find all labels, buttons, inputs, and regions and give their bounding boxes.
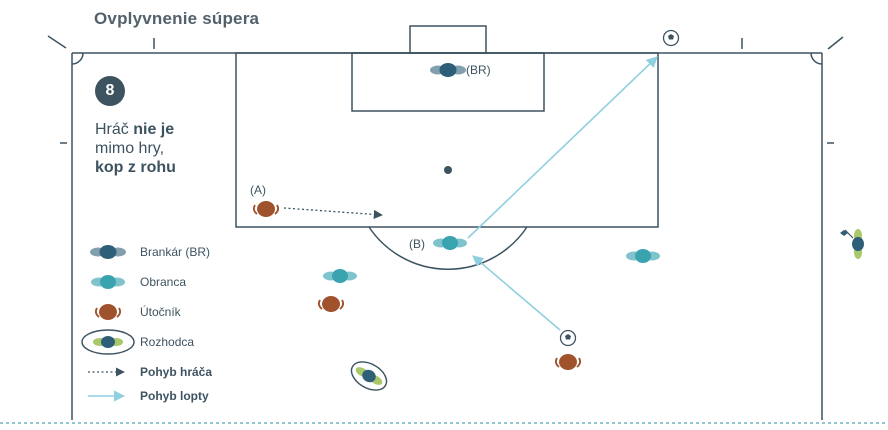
ball-icon	[559, 329, 577, 347]
referee-figure	[350, 361, 388, 391]
goalkeeper-figure	[430, 63, 466, 77]
goal-area	[351, 52, 545, 112]
attacker-a-figure	[252, 201, 280, 217]
corner-arc-left	[71, 52, 84, 65]
corner-mark-right	[827, 36, 844, 50]
penalty-area	[235, 52, 659, 228]
caption-line2: mimo hry,	[95, 140, 165, 157]
attacker-figure	[317, 296, 345, 312]
caption-line1-normal: Hráč	[95, 121, 134, 138]
legend-goalkeeper-icon	[90, 245, 126, 259]
attacker-figure	[554, 354, 582, 370]
defender-figure	[323, 269, 357, 283]
diagram-title: Ovplyvnenie súpera	[94, 9, 260, 28]
scenario-caption: Hráč nie je mimo hry, kop z rohu	[95, 120, 235, 177]
ball-icon	[662, 29, 680, 47]
defender-b-figure	[433, 236, 467, 250]
legend-ball-movement-label: Pohyb lopty	[140, 389, 209, 403]
legend-referee-label: Rozhodca	[140, 335, 195, 349]
penalty-spot	[444, 166, 452, 174]
corner-mark-left	[47, 35, 67, 49]
defender-b-tag: (B)	[409, 237, 425, 251]
legend-goalkeeper-label: Brankár (BR)	[140, 245, 211, 259]
legend-attacker-label: Útočník	[140, 305, 181, 319]
penalty-arc	[368, 226, 528, 270]
legend-referee-icon	[81, 329, 135, 355]
corner-arc-right	[810, 52, 823, 65]
legend-player-movement-label: Pohyb hráča	[140, 365, 213, 379]
defender-figure	[626, 249, 660, 263]
legend-icons	[81, 245, 135, 402]
legend-attacker-icon	[94, 304, 122, 320]
goal	[409, 25, 487, 54]
legend-defender-icon	[91, 275, 125, 289]
player-path-a	[283, 207, 383, 219]
goalkeeper-tag: (BR)	[466, 63, 491, 77]
ball-path-to-goal	[467, 56, 658, 239]
attacker-a-tag: (A)	[250, 183, 266, 197]
pitch-lines	[47, 25, 844, 420]
ball-path-from-corner	[472, 255, 561, 331]
legend-defender-label: Obranca	[140, 275, 187, 289]
scenario-number-badge: 8	[95, 76, 125, 106]
caption-line1-bold: nie je	[133, 121, 175, 138]
assistant-referee-figure	[840, 229, 864, 259]
caption-line3: kop z rohu	[95, 159, 176, 176]
